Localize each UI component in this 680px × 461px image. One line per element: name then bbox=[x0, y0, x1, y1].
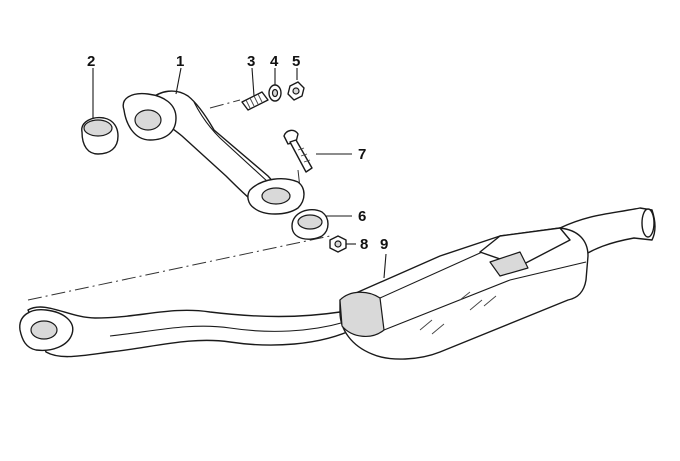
part-labels: 2 1 3 4 5 7 6 8 9 bbox=[87, 53, 388, 253]
leader-lines bbox=[92, 67, 387, 279]
label-part-9: 9 bbox=[380, 236, 388, 253]
spring[interactable] bbox=[241, 91, 269, 111]
muffler-assembly[interactable] bbox=[19, 207, 656, 360]
nut[interactable] bbox=[287, 81, 305, 101]
bolt[interactable] bbox=[283, 129, 313, 173]
front-pipe[interactable] bbox=[122, 90, 305, 215]
self-locking-nut[interactable] bbox=[329, 235, 347, 253]
label-part-7: 7 bbox=[358, 146, 366, 163]
label-part-3: 3 bbox=[247, 53, 255, 70]
assembly-centerlines bbox=[27, 99, 331, 301]
label-part-6: 6 bbox=[358, 208, 366, 225]
sealing-ring[interactable] bbox=[81, 116, 119, 155]
label-part-4: 4 bbox=[270, 53, 279, 70]
label-part-1: 1 bbox=[176, 53, 184, 70]
label-part-2: 2 bbox=[87, 53, 95, 70]
label-part-5: 5 bbox=[292, 53, 300, 70]
gasket[interactable] bbox=[291, 208, 329, 240]
washer[interactable] bbox=[268, 84, 282, 102]
label-part-8: 8 bbox=[360, 236, 368, 253]
